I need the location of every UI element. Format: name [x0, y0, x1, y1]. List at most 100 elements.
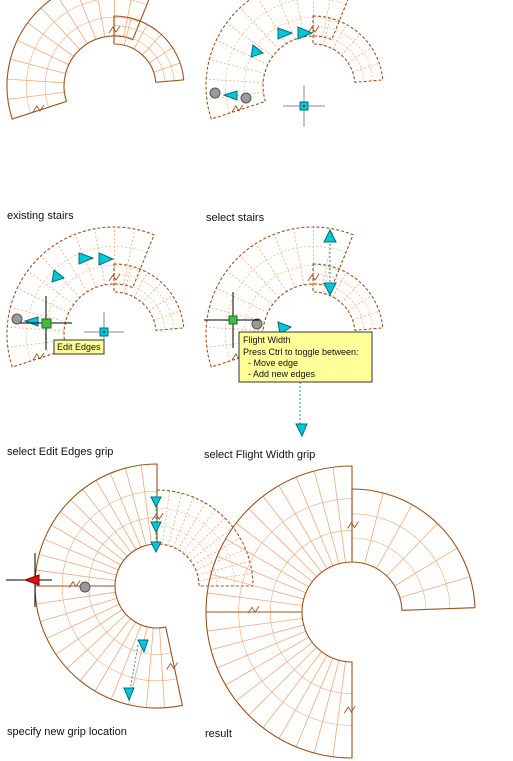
circle-grip-icon[interactable]	[11, 313, 23, 325]
stair-outline	[113, 263, 185, 331]
stair-tread	[248, 647, 317, 716]
stair-stringer	[44, 16, 140, 108]
stair-tread	[332, 467, 346, 563]
caption-select-stairs: select stairs	[206, 212, 265, 224]
stair-tread	[322, 266, 331, 294]
panel-existing-stairs: existing stairs	[6, 0, 185, 222]
break-line	[166, 662, 179, 670]
stair-tread	[182, 509, 216, 553]
stair-tread	[399, 576, 470, 599]
stair-tread	[255, 243, 287, 292]
stair-tread	[394, 547, 458, 587]
circle-grip-icon[interactable]	[240, 92, 252, 104]
arrow-grip-icon[interactable]	[51, 269, 66, 283]
arrow-grip-icon[interactable]	[150, 496, 162, 509]
stair-tread	[296, 0, 305, 37]
stair-stringer	[88, 585, 172, 655]
arrow-grip-icon[interactable]	[123, 687, 135, 702]
stair-stringer	[61, 585, 177, 682]
location-grip-icon[interactable]	[99, 327, 109, 337]
arrow-grip-icon[interactable]	[277, 27, 294, 40]
stair-tread	[133, 272, 148, 298]
stair-outline	[34, 585, 184, 709]
stair-tread	[332, 272, 347, 298]
stair-tread	[51, 524, 121, 566]
stair-tread	[59, 0, 88, 44]
circle-grip-icon[interactable]	[251, 318, 263, 330]
arrow-grip-icon[interactable]	[98, 252, 115, 266]
break-line	[307, 25, 320, 34]
stair-tread	[36, 591, 116, 605]
circle-grip-icon[interactable]	[209, 87, 221, 99]
stair-tread	[17, 287, 69, 313]
arrow-grip-icon[interactable]	[323, 228, 337, 243]
stair-tread	[177, 502, 206, 550]
stair-tread	[56, 243, 88, 292]
stair-stringer	[243, 16, 339, 108]
stair-stringer	[26, 246, 147, 362]
stair-tread	[352, 62, 380, 73]
arrow-grip-icon[interactable]	[78, 252, 95, 265]
arrow-grip-icon[interactable]	[323, 282, 337, 297]
arrow-grip-icon[interactable]	[150, 521, 162, 534]
stair-stringer	[156, 508, 235, 587]
stair-tread	[190, 527, 234, 561]
stair-outline	[312, 263, 384, 331]
break-line	[307, 273, 320, 282]
edit-edges-tooltip-text: Edit Edges	[57, 342, 101, 352]
stair-tread	[94, 621, 137, 692]
stair-tread	[332, 661, 346, 757]
arrow-grip-icon[interactable]	[297, 26, 314, 40]
caption-new-grip-location: specify new grip location	[7, 726, 127, 738]
stair-stringer	[225, 246, 346, 362]
arrow-grip-icon[interactable]	[250, 44, 265, 58]
stair-stringer	[225, 0, 346, 114]
stair-stringer	[238, 498, 353, 613]
stair-tread	[153, 310, 181, 321]
stair-tread	[66, 614, 127, 669]
stair-tread	[133, 24, 148, 50]
stair-outline	[312, 15, 384, 83]
stair-tread	[148, 47, 173, 64]
arrow-grip-icon[interactable]	[277, 321, 293, 335]
stair-tread	[313, 470, 340, 564]
stair-tread	[55, 609, 123, 655]
stair-tread	[44, 538, 119, 571]
stair-tread	[209, 58, 265, 74]
stair-tread	[123, 228, 136, 286]
stair-tread	[235, 642, 313, 702]
stair-tread	[10, 306, 66, 322]
stair-tread	[79, 618, 131, 682]
stair-tread	[347, 47, 372, 64]
stair-outline	[6, 0, 150, 120]
stair-tread	[352, 310, 380, 321]
stair-stringer	[44, 264, 140, 356]
arrow-grip-icon[interactable]	[222, 90, 238, 101]
circle-grip-icon[interactable]	[79, 581, 91, 593]
stair-outline	[34, 463, 158, 587]
caption-result: result	[205, 728, 232, 740]
stair-stringer	[351, 537, 427, 610]
stair-tread	[46, 603, 120, 639]
active-grip-arrow-icon[interactable]	[23, 574, 40, 586]
edit-edges-grip-icon[interactable]	[41, 318, 52, 329]
stair-tread	[225, 538, 309, 588]
panel-edit-edges-grip: Edit Edges select Edit Edges grip	[6, 226, 185, 458]
edit-edges-grip-icon[interactable]	[228, 315, 238, 325]
stair-tread	[186, 517, 226, 557]
stair-top-flight	[108, 263, 185, 331]
stair-tread	[7, 91, 65, 100]
stair-tread	[35, 569, 116, 581]
caption-edit-edges-grip: select Edit Edges grip	[7, 446, 113, 458]
stair-tread	[364, 492, 384, 564]
stair-stringer	[61, 490, 158, 587]
arrow-grip-icon[interactable]	[295, 423, 308, 438]
flight-width-indicator	[299, 240, 331, 432]
stair-tread	[97, 0, 106, 37]
break-line	[32, 104, 45, 113]
arrow-grip-icon[interactable]	[150, 541, 162, 554]
break-line	[343, 705, 356, 714]
panel-result: result	[205, 465, 476, 759]
location-grip-icon[interactable]	[299, 101, 309, 111]
arrow-grip-icon[interactable]	[137, 639, 149, 654]
